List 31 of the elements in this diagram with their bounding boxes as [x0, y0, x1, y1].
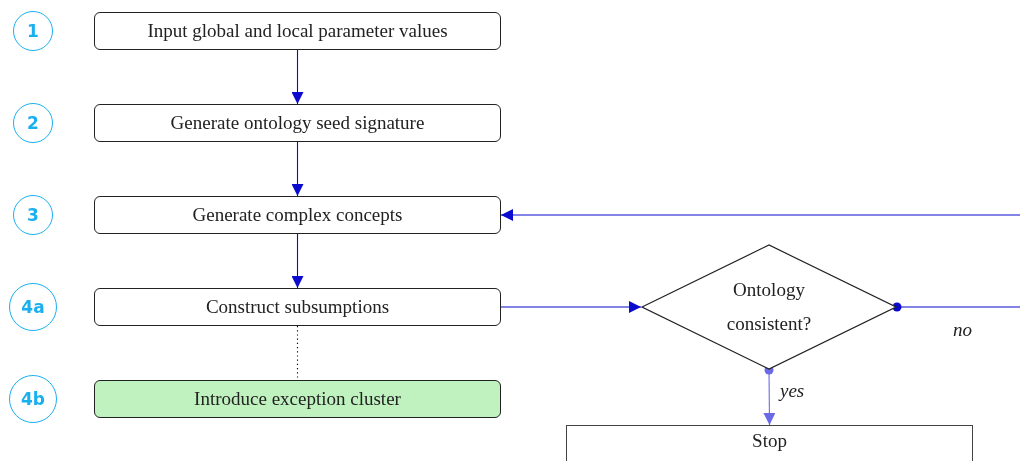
process-box — [94, 380, 501, 418]
arrow — [291, 233, 304, 289]
step-label: Construct subsumptions — [205, 296, 390, 318]
arrow — [500, 301, 642, 313]
arrow — [500, 209, 1020, 221]
step-label: Generate complex concepts — [192, 204, 403, 226]
step-number-circle — [13, 11, 53, 51]
step-label: Input global and local parameter values — [147, 20, 448, 42]
process-box — [94, 196, 501, 234]
process-box — [94, 12, 501, 50]
step-number-circle — [9, 283, 57, 331]
process-box — [94, 104, 501, 142]
step-number: 4a — [21, 297, 45, 317]
step-number-circle — [13, 195, 53, 235]
step-number: 2 — [27, 113, 39, 133]
step-number: 3 — [27, 205, 39, 225]
step-number-circle — [13, 103, 53, 143]
dotted-connector — [296, 325, 299, 381]
step-number-circle — [9, 375, 57, 423]
step-label: Stop — [752, 430, 787, 452]
arrow — [291, 49, 304, 105]
terminal-box — [566, 425, 973, 461]
step-label: Introduce exception cluster — [194, 388, 401, 410]
decision-label: Ontology consistent? — [725, 278, 813, 336]
decision-diamond — [641, 244, 897, 370]
arrow — [763, 365, 776, 426]
step-number: 4b — [21, 389, 45, 409]
process-box — [94, 288, 501, 326]
arrow — [291, 141, 304, 197]
step-number: 1 — [27, 21, 39, 41]
step-label: Generate ontology seed signature — [170, 112, 425, 134]
